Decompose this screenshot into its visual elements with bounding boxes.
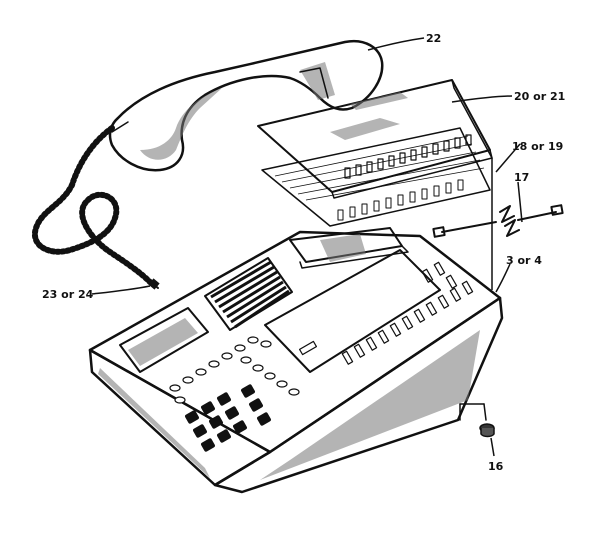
callout-foot: 16 xyxy=(488,460,504,473)
dial-keypad xyxy=(185,384,271,452)
card-lines xyxy=(274,135,485,201)
callout-card: 18 or 19 xyxy=(512,140,563,153)
coiled-cord xyxy=(31,125,160,290)
callout-coiled-cord: 23 or 24 xyxy=(42,288,94,301)
handset xyxy=(108,39,384,172)
function-buttons xyxy=(169,336,300,404)
callout-cover: 20 or 21 xyxy=(514,90,565,103)
line-cord xyxy=(432,204,564,238)
cover-plate xyxy=(257,79,493,199)
speaker-grille xyxy=(204,257,293,331)
line-buttons xyxy=(341,261,474,365)
card-slots xyxy=(337,179,464,221)
callout-base: 3 or 4 xyxy=(506,254,542,267)
rubber-foot xyxy=(459,403,495,438)
telephone-base xyxy=(88,227,504,494)
leader-lines xyxy=(91,37,523,457)
designation-card xyxy=(261,127,491,227)
callout-line-cord: 17 xyxy=(514,171,529,184)
callout-handset: 22 xyxy=(426,32,441,45)
